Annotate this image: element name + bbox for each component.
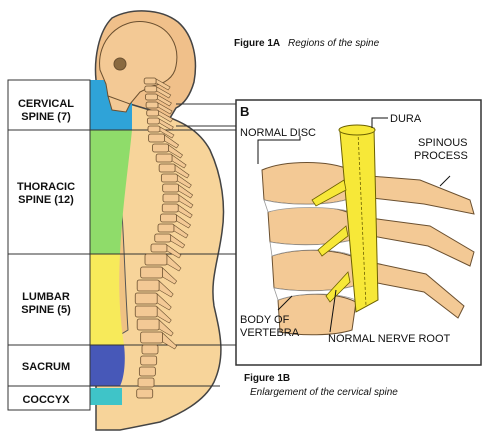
vertebra [148,126,160,132]
dura-label: DURA [390,113,422,125]
thoracic-label-2: SPINE (12) [18,194,74,206]
vertebra [141,267,163,278]
lumbar-label-1: LUMBAR [22,291,70,303]
vertebra [149,134,165,142]
vertebra [145,254,167,265]
vertebra [137,319,159,330]
vertebra [144,78,156,84]
vertebra [163,194,179,202]
sacrum-label: SACRUM [22,361,70,373]
vertebra [139,367,155,376]
vertebra [155,234,171,242]
vertebra [135,293,157,304]
vertebra [135,306,157,317]
coccyx-band [90,388,122,405]
normal-disc-label: NORMAL DISC [240,127,316,139]
vertebra [163,184,179,192]
vertebra [151,244,167,252]
thoracic-label-1: THORACIC [17,181,75,193]
figure-1b-caption: Enlargement of the cervical spine [250,387,398,398]
figure-1a-title: Figure 1A [234,38,280,49]
vertebra [156,154,172,162]
sacrum-band [90,345,125,386]
body-of-vertebra-label-2: VERTEBRA [240,327,300,339]
nerve-root-label: NORMAL NERVE ROOT [328,333,451,345]
spinous-label-1: SPINOUS [418,137,468,149]
vertebra [141,356,157,365]
vertebra [153,144,169,152]
vertebra [159,164,175,172]
spinous-label-2: PROCESS [414,150,468,162]
vertebra [137,389,153,398]
vertebra [161,174,177,182]
figure-1a-caption: Regions of the spine [288,38,380,49]
vertebra [145,94,157,100]
lumbar-band [90,254,124,345]
panel-b-letter: B [240,104,249,119]
cervical-label-2: SPINE (7) [21,111,71,123]
vertebra [137,280,159,291]
vertebra [138,378,154,387]
vertebra [147,118,159,124]
coccyx-label: COCCYX [22,394,70,406]
vertebra [145,86,157,92]
body-of-vertebra-label-1: BODY OF [240,314,290,326]
vertebra [142,345,158,354]
vertebra [158,224,174,232]
cervical-label-1: CERVICAL [18,98,74,110]
vertebra [147,110,159,116]
vertebra [161,214,177,222]
vertebra [162,204,178,212]
figure-1b-title: Figure 1B [244,373,290,384]
lumbar-label-2: SPINE (5) [21,304,71,316]
vertebra [146,102,158,108]
vertebra [141,332,163,343]
